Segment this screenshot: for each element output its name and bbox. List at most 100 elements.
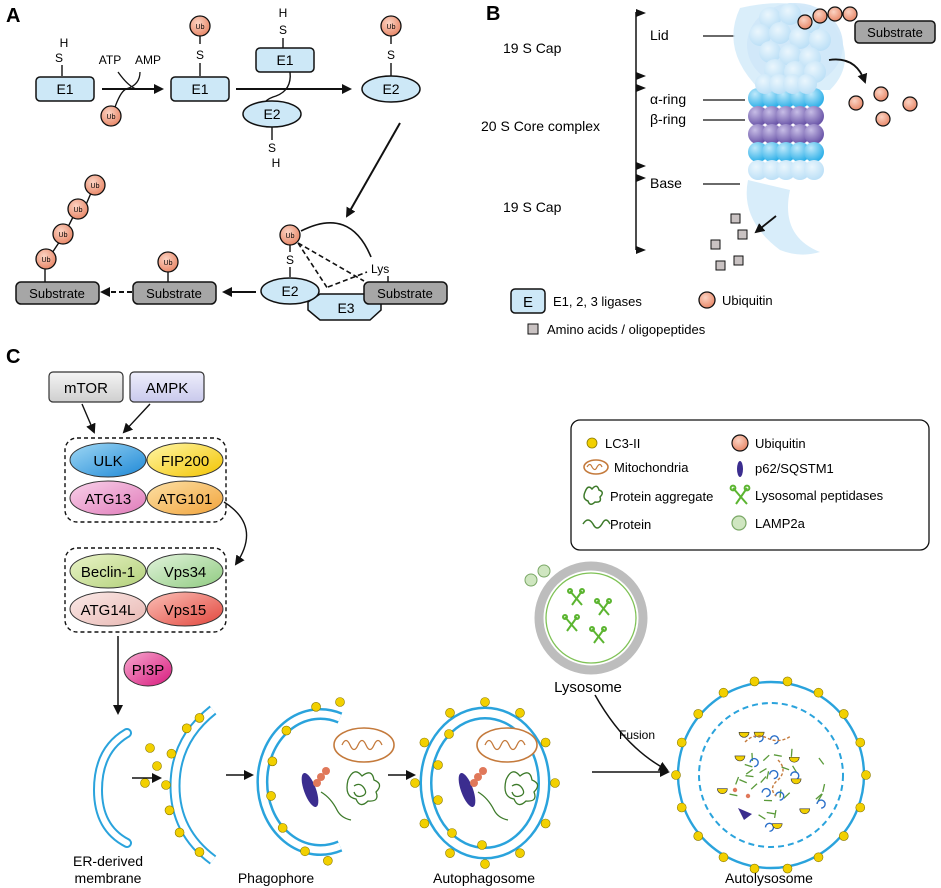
proteasome-lid-subunit	[779, 3, 801, 25]
ub-label: Ub	[74, 207, 83, 214]
phagophore-label: Phagophore	[238, 870, 315, 886]
proteasome-base-subunit	[783, 74, 803, 94]
panel-b-letter: B	[486, 3, 500, 25]
autophagosome-label: Autophagosome	[433, 870, 535, 886]
proteasome-base-subunit	[804, 160, 824, 180]
lc3-fragment	[749, 757, 759, 768]
lc3-dot	[855, 737, 866, 748]
proteasome-base-subunit	[776, 160, 796, 180]
er-membrane: ER-derived membrane	[73, 728, 162, 886]
phagophore: Phagophore	[238, 697, 395, 886]
lysosome: Lysosome	[524, 561, 648, 696]
beclin-label: Beclin-1	[81, 564, 135, 581]
ubiquitin-fragment	[745, 793, 751, 799]
lc3-dot	[267, 756, 278, 767]
lc3-dot	[266, 791, 276, 801]
lc3-dot	[782, 676, 793, 687]
beta-ring-label: β-ring	[650, 111, 686, 127]
ub-label: Ub	[286, 233, 295, 240]
proteasome-ring-subunit	[762, 124, 782, 144]
legend-peptidases: Lysosomal peptidases	[755, 488, 884, 503]
lc3-dot	[433, 760, 443, 770]
ub-label: Ub	[107, 114, 116, 121]
lc3-dot	[515, 848, 525, 858]
legend-aggregate: Protein aggregate	[610, 489, 713, 504]
lc3-dot	[782, 863, 793, 874]
legend-amino: Amino acids / oligopeptides	[547, 322, 706, 337]
s-label: S	[279, 23, 287, 37]
fip200-label: FIP200	[161, 453, 209, 470]
proteasome-base-subunit	[748, 160, 768, 180]
proteasome-lid-subunit	[809, 29, 831, 51]
mono-ubiquitinated-substrate: Ub Substrate	[132, 251, 217, 305]
proteasome-lid-subunit	[769, 22, 791, 44]
legend-ligases: E1, 2, 3 ligases	[553, 294, 642, 309]
lc3-dot	[166, 748, 177, 759]
lc3-dot	[335, 697, 345, 707]
substrate-label: Substrate	[377, 286, 433, 301]
proteasome-ring-subunit	[748, 142, 768, 162]
lc3-fragment	[738, 732, 750, 738]
autophagosome: Autophagosome	[410, 697, 560, 886]
lc3-dot	[676, 737, 687, 748]
degraded-protein-fragment	[745, 775, 754, 778]
vps34-label: Vps34	[164, 564, 207, 581]
atg14l-label: ATG14L	[81, 602, 136, 619]
lc3-dot	[447, 828, 457, 838]
lc3-dot	[445, 848, 455, 858]
lysosomal-peptidase	[594, 598, 612, 616]
lc3-fragment	[799, 808, 811, 815]
legend-protein: Protein	[610, 517, 651, 532]
sh-s-label: S	[55, 51, 63, 65]
lc3-dot	[718, 852, 729, 863]
panel-b: B 19 S Cap 20 S Core complex 19 S Cap Li…	[481, 3, 936, 337]
mitochondria-fragment	[771, 759, 784, 797]
lc3-dot	[410, 778, 420, 788]
degraded-protein-fragment	[758, 814, 766, 820]
ub-label: Ub	[59, 232, 68, 239]
lc3-dot	[693, 831, 704, 841]
lc3-dot	[838, 709, 849, 719]
degraded-protein-fragment	[739, 778, 747, 784]
sh-h-label: H	[60, 36, 69, 50]
pi3k-complex: Beclin-1 Vps34 ATG14L Vps15	[64, 547, 227, 633]
released-ubiquitin	[848, 86, 918, 127]
lysosome-label: Lysosome	[554, 679, 622, 696]
proteasome-ring-subunit	[776, 106, 796, 126]
lc3-fragment	[753, 731, 765, 738]
e2-label: E2	[382, 81, 399, 97]
lc3-fragment	[734, 755, 746, 762]
lc3-dot	[277, 823, 288, 833]
proteasome-base-subunit	[769, 74, 789, 94]
degraded-protein-fragment	[729, 793, 738, 797]
p62-fragment	[738, 808, 752, 820]
mitochondria-fragment	[744, 735, 792, 743]
e2-label: E2	[263, 106, 280, 122]
proteasome-base-subunit	[797, 74, 817, 94]
lc3-dot	[749, 863, 760, 874]
legend-p62: p62/SQSTM1	[755, 461, 834, 476]
degraded-protein-fragment	[783, 792, 791, 799]
lc3-dot	[480, 859, 490, 869]
degraded-protein-fragment	[781, 766, 790, 771]
proteasome-lid-subunit	[749, 24, 771, 46]
proteasome-lid-subunit	[789, 27, 811, 49]
lc3-fragment	[771, 823, 783, 829]
autolysosome-label: Autolysosome	[725, 870, 813, 886]
lc3-fragment	[775, 791, 785, 801]
lc3-dot	[311, 702, 321, 712]
mtor-label: mTOR	[64, 380, 108, 397]
lc3-dot	[480, 697, 490, 707]
lc3-fragment	[790, 778, 802, 785]
degraded-protein-fragment	[818, 757, 825, 765]
lys-label: Lys	[371, 262, 389, 276]
er-label-line1: ER-derived	[73, 853, 143, 869]
expanding-membrane	[161, 705, 217, 865]
lc3-dot	[433, 795, 443, 805]
arrow-peptide-release	[754, 215, 777, 234]
proteasome-ring-subunit	[762, 106, 782, 126]
degraded-protein-fragment	[766, 771, 770, 780]
degraded-protein-fragment	[762, 754, 770, 762]
proteasome-ring-subunit	[790, 106, 810, 126]
proteasome-ring-subunit	[804, 106, 824, 126]
